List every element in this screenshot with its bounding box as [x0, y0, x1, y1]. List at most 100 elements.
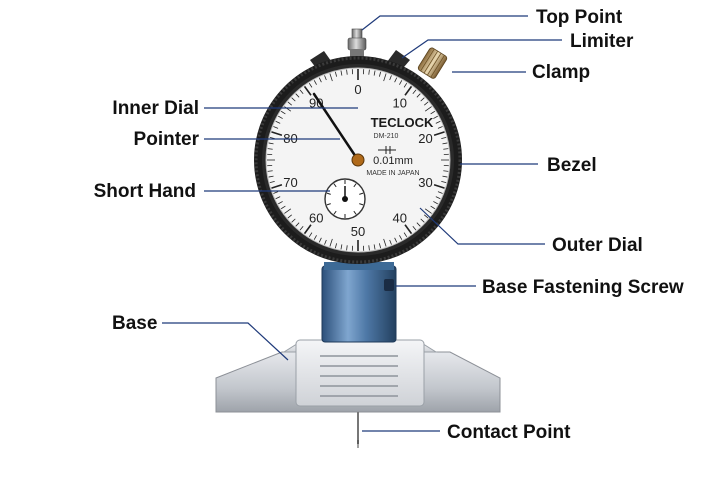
dial-tick: [443, 148, 449, 150]
dial-tick: [420, 97, 425, 102]
label-contact-point: Contact Point: [447, 422, 571, 443]
dial-tick: [373, 70, 376, 76]
dial-tick: [271, 183, 283, 189]
dial-number: 30: [418, 175, 432, 190]
dial-tick: [299, 89, 304, 94]
dial-tick: [399, 80, 403, 85]
dial-tick: [441, 180, 447, 184]
dial-tick: [424, 101, 429, 106]
dial-tick: [284, 208, 292, 214]
dial-tick: [442, 142, 448, 145]
dial-tick: [383, 73, 387, 82]
clamp: [417, 47, 448, 79]
dial-tick: [403, 82, 408, 88]
leader-lines: [162, 15, 562, 432]
dial-tick: [435, 120, 441, 124]
dial-tick: [287, 101, 292, 106]
dial-number: 50: [351, 224, 365, 239]
dial-tick: [324, 75, 327, 81]
dial-number: 40: [392, 210, 406, 225]
dial-tick: [324, 239, 327, 245]
dial-number: 10: [392, 96, 406, 111]
dial-tick: [329, 238, 333, 247]
dial-tick: [268, 175, 274, 178]
dial-tick: [378, 243, 382, 249]
dial-tick: [308, 232, 313, 238]
base-grooves: [320, 355, 398, 397]
dial-tick: [313, 235, 317, 240]
dial-tick: [291, 97, 296, 102]
dial-tick: [424, 208, 432, 214]
label-bezel: Bezel: [547, 155, 597, 176]
dial-tick: [280, 205, 286, 210]
short-hand-tick: [326, 203, 331, 206]
dial-origin: MADE IN JAPAN: [366, 170, 419, 177]
dial-tick: [435, 196, 441, 200]
dial-tick: [273, 191, 279, 194]
dial-tick: [299, 226, 304, 231]
short-hand-tick: [353, 183, 357, 188]
dial-tick: [368, 69, 370, 75]
pointer: [312, 92, 365, 167]
dial-tick: [275, 196, 281, 200]
dial-number: 20: [418, 131, 432, 146]
dial-number: 70: [283, 175, 297, 190]
dial-tick: [442, 175, 448, 178]
base-fastening-screw-head: [384, 279, 394, 291]
dial-tick: [443, 170, 449, 172]
dial-tick: [308, 82, 313, 88]
dial-tick: [404, 224, 413, 235]
leader-outer-dial: [419, 207, 545, 245]
dial-tick: [340, 244, 343, 250]
dial-tick: [389, 75, 392, 81]
label-inner-dial: Inner Dial: [112, 98, 199, 119]
dial-tick: [394, 237, 398, 243]
dial-tick: [412, 226, 417, 231]
dial-tick: [437, 126, 443, 129]
dial-tick: [275, 120, 281, 124]
leader-base: [162, 322, 289, 361]
base: [215, 339, 501, 413]
dial-tick: [318, 237, 322, 243]
dial-tick: [430, 110, 436, 115]
dial-tick: [291, 218, 296, 223]
short-hand: [324, 178, 366, 220]
dial-tick: [334, 71, 338, 77]
dial-tick: [340, 70, 343, 76]
dial-brand: TECLOCK: [371, 115, 434, 130]
dial-tick: [287, 214, 292, 219]
leader-limiter: [401, 39, 562, 59]
short-hand-tick: [333, 210, 337, 215]
dial-ticks: [267, 69, 449, 251]
dial-tick: [404, 85, 413, 96]
dial-tick: [389, 239, 392, 245]
resolution-arrows-icon: [378, 146, 396, 154]
dial-tick: [368, 245, 370, 251]
dial-tick: [267, 148, 273, 150]
dial-tick: [268, 142, 274, 145]
label-base: Base: [112, 313, 157, 334]
short-hand-tick: [353, 210, 357, 215]
short-hand-tick: [359, 192, 364, 195]
dial-tick: [295, 222, 300, 227]
dial-tick: [399, 235, 403, 240]
dial-tick: [318, 77, 322, 83]
short-hand-tick: [333, 183, 337, 188]
dial-tick: [334, 243, 338, 249]
short-hand-tick: [359, 203, 364, 206]
dial-tick: [303, 224, 312, 235]
label-base-fastening-screw: Base Fastening Screw: [482, 277, 684, 298]
dial-tick: [313, 80, 317, 85]
label-limiter: Limiter: [570, 31, 634, 52]
dial-tick: [437, 191, 443, 194]
dial-tick: [329, 73, 333, 82]
dial-tick: [303, 85, 312, 96]
dial-tick: [416, 93, 421, 98]
dial-tick: [424, 214, 429, 219]
label-pointer: Pointer: [134, 129, 200, 150]
dial-tick: [280, 110, 286, 115]
label-short-hand: Short Hand: [94, 181, 196, 202]
